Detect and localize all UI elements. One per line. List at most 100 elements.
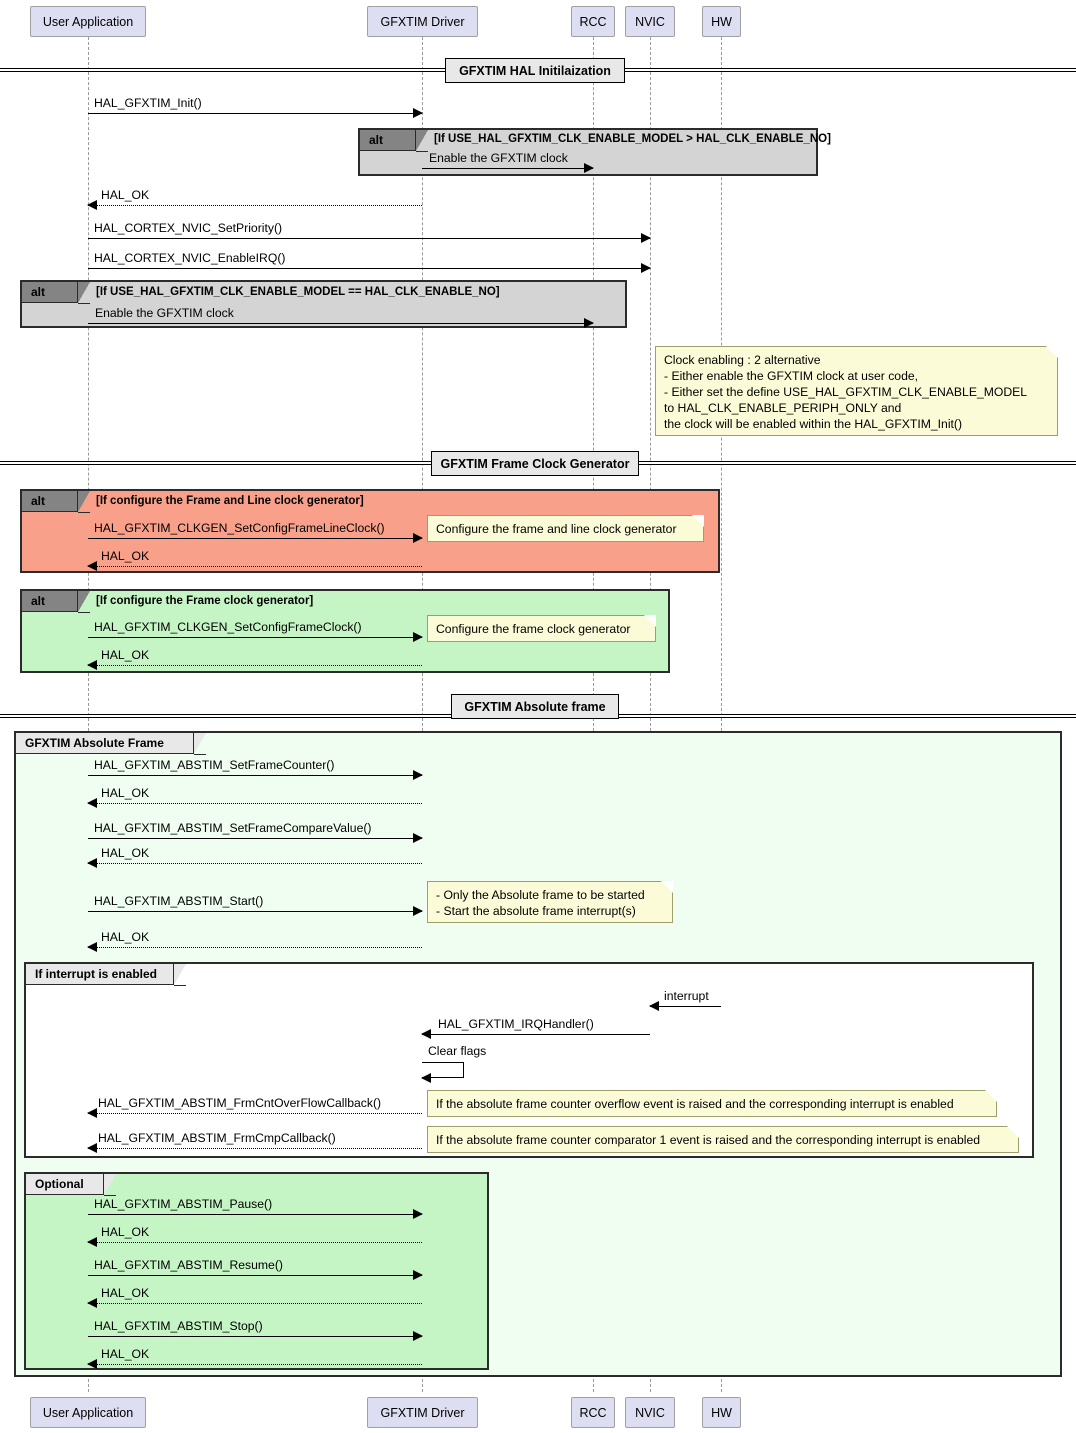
arrow-head-left [87,1108,97,1118]
message-label: HAL_GFXTIM_ABSTIM_Stop() [94,1319,263,1333]
note-line: the clock will be enabled within the HAL… [664,417,963,431]
message-label: Clear flags [428,1044,487,1058]
note-line: to HAL_CLK_ENABLE_PERIPH_ONLY and [664,401,902,415]
message-label: HAL_OK [101,549,150,563]
note-fold-icon [644,615,656,627]
participant-bottom-gfxtim-driver[interactable]: GFXTIM Driver [367,1397,478,1428]
participant-label: RCC [579,1405,607,1420]
frame-tab-label: If interrupt is enabled [35,967,158,981]
participant-nvic[interactable]: NVIC [625,6,675,37]
message-line [422,168,593,169]
message-line [88,1214,422,1215]
arrow-head-right [413,770,423,780]
participant-bottom-rcc[interactable]: RCC [571,1397,615,1428]
message-label: HAL_OK [101,786,150,800]
arrow-head-left [87,200,97,210]
frame-tab-notch [104,1174,116,1196]
alt-condition-2: [If USE_HAL_GFXTIM_CLK_ENABLE_MODEL == H… [96,286,500,298]
participant-user-application[interactable]: User Application [30,6,146,37]
arrow-head-right [413,108,423,118]
frame-tab-optional: Optional [26,1174,104,1195]
message-label: HAL_GFXTIM_CLKGEN_SetConfigFrameLineCloc… [94,521,385,535]
frame-tab-alt: alt [22,282,78,303]
message-label: HAL_GFXTIM_ABSTIM_SetFrameCounter() [94,758,335,772]
frame-tab-notch [194,733,206,755]
message-line [88,1242,422,1243]
frame-tab-notch [78,282,90,304]
participant-gfxtim-driver[interactable]: GFXTIM Driver [367,6,478,37]
message-line [88,268,650,269]
self-message-path [422,1062,464,1078]
frame-tab-label: GFXTIM Absolute Frame [25,736,164,750]
participant-label: User Application [42,1405,134,1420]
arrow-head-right [413,533,423,543]
message-label: HAL_GFXTIM_CLKGEN_SetConfigFrameClock() [94,620,362,634]
message-line [88,637,422,638]
arrow-head-left [87,1359,97,1369]
arrow-head-left [87,858,97,868]
note-line: If the absolute frame counter comparator… [436,1133,981,1147]
participant-label: HW [711,14,732,29]
message-label: interrupt [664,989,709,1003]
message-line [88,205,422,206]
note-line: - Start the absolute frame interrupt(s) [436,904,636,918]
participant-rcc[interactable]: RCC [571,6,615,37]
frame-tab-label: alt [31,494,46,508]
participant-label: NVIC [635,1405,665,1420]
frame-tab-absolute-frame: GFXTIM Absolute Frame [16,733,194,754]
arrow-head-right [413,906,423,916]
arrow-head-right [584,163,594,173]
note-fold-icon [1046,346,1058,358]
arrow-head-right [413,1331,423,1341]
message-line [88,113,422,114]
message-line [88,803,422,804]
alt-condition-1: [If USE_HAL_GFXTIM_CLK_ENABLE_MODEL > HA… [434,133,831,145]
message-label: HAL_CORTEX_NVIC_EnableIRQ() [94,251,286,265]
note-line: - Either set the define USE_HAL_GFXTIM_C… [664,385,1028,399]
participant-label: HW [711,1405,732,1420]
alt-condition-3: [If configure the Frame and Line clock g… [96,495,364,507]
arrow-head-left [421,1073,431,1083]
participant-label: User Application [42,14,134,29]
message-line [88,238,650,239]
note-line: - Either enable the GFXTIM clock at user… [664,369,919,383]
arrow-head-left [87,798,97,808]
note-configure-frame-and-line: Configure the frame and line clock gener… [427,515,704,542]
note-abstim-start: - Only the Absolute frame to be started … [427,881,673,923]
frame-tab-notch [78,591,90,613]
participant-label: GFXTIM Driver [380,1405,465,1420]
note-line: Clock enabling : 2 alternative [664,353,821,367]
message-line [88,838,422,839]
message-label: HAL_GFXTIM_ABSTIM_FrmCntOverFlowCallback… [98,1096,382,1110]
group-frame-optional: Optional [24,1172,489,1370]
arrow-head-left [87,1237,97,1247]
message-label: HAL_OK [101,1286,150,1300]
message-line [88,1113,422,1114]
participant-bottom-user-application[interactable]: User Application [30,1397,146,1428]
section-divider-label: GFXTIM HAL Initilaization [459,63,611,78]
participant-label: GFXTIM Driver [380,14,465,29]
message-line [88,775,422,776]
participant-hw[interactable]: HW [702,6,741,37]
message-label: HAL_OK [101,846,150,860]
message-label: HAL_GFXTIM_ABSTIM_Resume() [94,1258,283,1272]
message-label: HAL_OK [101,1225,150,1239]
frame-tab-label: alt [31,594,46,608]
message-line [88,863,422,864]
section-divider-label: GFXTIM Absolute frame [464,699,606,714]
message-line [88,1364,422,1365]
participant-bottom-nvic[interactable]: NVIC [625,1397,675,1428]
note-line: If the absolute frame counter overflow e… [436,1097,954,1111]
message-label: HAL_GFXTIM_Init() [94,96,202,110]
note-frmcntoverflow: If the absolute frame counter overflow e… [427,1090,997,1117]
alt-condition-4: [If configure the Frame clock generator] [96,595,314,607]
frame-tab-alt: alt [360,130,416,151]
message-label: HAL_GFXTIM_ABSTIM_Pause() [94,1197,273,1211]
arrow-head-right [584,318,594,328]
participant-bottom-hw[interactable]: HW [702,1397,741,1428]
note-fold-icon [985,1090,997,1102]
arrow-head-left [87,561,97,571]
section-divider-frame-clock-gen: GFXTIM Frame Clock Generator [431,451,639,476]
arrow-head-left [87,660,97,670]
